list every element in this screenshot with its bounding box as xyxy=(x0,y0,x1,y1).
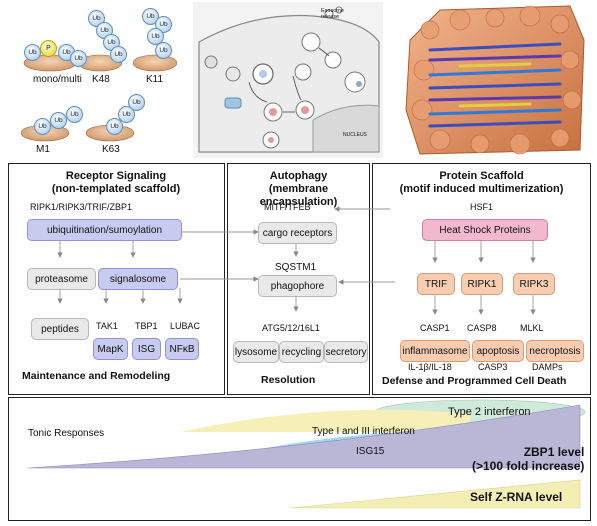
ub-ball: Ub xyxy=(70,50,87,67)
hsf1-label: HSF1 xyxy=(470,202,494,212)
ub-ball: Ub xyxy=(155,42,172,59)
cargo-receptors-box: cargo receptors xyxy=(258,222,337,244)
atg-label: ATG5/12/16L1 xyxy=(262,323,320,333)
nucleus-label: NUCLEUS xyxy=(343,132,367,138)
exosome-release-label: Exosome release xyxy=(321,8,344,20)
label-mono-multi: mono/multi xyxy=(33,74,82,85)
autophagy-title: Autophagy (membrane encapsulation) xyxy=(259,170,338,208)
damps-label: DAMPs xyxy=(532,362,563,372)
proteasome-box: proteasome xyxy=(27,268,96,290)
il1b-il18-label: IL-1β/IL-18 xyxy=(408,362,452,372)
label-k63: K63 xyxy=(102,144,120,155)
necroptosis-box: necroptosis xyxy=(526,340,584,362)
type2-interferon-label: Type 2 interferon xyxy=(448,406,531,418)
casp3-label: CASP3 xyxy=(478,362,508,372)
secretory-box: secretory xyxy=(324,341,368,363)
inflammasome-box: inflammasome xyxy=(400,340,470,362)
heat-shock-proteins-box: Heat Shock Proteins xyxy=(422,219,548,241)
protein-scaffold-structure-illustration xyxy=(400,0,588,158)
self-z-rna-level-label: Self Z-RNA level xyxy=(470,490,563,504)
protein-scaffold-title: Protein Scaffold (motif induced multimer… xyxy=(399,170,564,195)
signalosome-box: signalosome xyxy=(98,268,178,290)
ub-ball: Ub xyxy=(34,118,51,135)
ripk3-box: RIPK3 xyxy=(513,273,555,295)
ubiquitin-ball-group: Ub P Ub Ub Ub Ub Ub Ub Ub Ub Ub Ub Ub Ub… xyxy=(0,0,190,160)
type-i-iii-interferon-label: Type I and III interferon xyxy=(312,426,415,437)
ub-ball: Ub xyxy=(118,106,135,123)
tak1-label: TAK1 xyxy=(96,321,118,331)
receptor-signaling-title: Receptor Signaling (non-templated scaffo… xyxy=(51,170,181,195)
label-k11: K11 xyxy=(146,74,164,85)
ubiquitination-sumoylation-box: ubiquitination/sumoylation xyxy=(27,219,182,241)
ub-ball: Ub xyxy=(110,46,127,63)
autophagy-footer: Resolution xyxy=(261,374,316,386)
ripk1-box: RIPK1 xyxy=(461,273,503,295)
label-k48: K48 xyxy=(92,74,110,85)
receptor-footer: Maintenance and Remodeling xyxy=(22,370,171,382)
ub-ball: Ub xyxy=(24,44,41,61)
mitf-tfeb-label: MITF/TFEB xyxy=(264,202,311,212)
ub-ball: Ub xyxy=(66,106,83,123)
casp1-label: CASP1 xyxy=(420,323,450,333)
casp8-label: CASP8 xyxy=(467,323,497,333)
ub-ball: Ub xyxy=(106,118,123,135)
phospho-ball: P xyxy=(40,40,57,57)
peptides-box: peptides xyxy=(31,318,89,340)
tbp1-label: TBP1 xyxy=(135,321,158,331)
recycling-box: recycling xyxy=(279,341,324,363)
lysosome-box: lysosome xyxy=(233,341,279,363)
ub-ball: Ub xyxy=(50,112,67,129)
nfkb-box: NFκB xyxy=(165,338,199,360)
sqstm1-label: SQSTM1 xyxy=(275,262,317,273)
mlkl-label: MLKL xyxy=(520,323,544,333)
ub-ball: Ub xyxy=(147,28,164,45)
trif-box: TRIF xyxy=(417,273,455,295)
label-m1: M1 xyxy=(36,144,50,155)
cell-autophagy-illustration: Exosome release NUCLEUS xyxy=(193,2,383,158)
isg-box: ISG xyxy=(132,338,161,360)
isg15-label: ISG15 xyxy=(356,446,385,457)
lubac-label: LUBAC xyxy=(170,321,201,331)
tonic-responses-label: Tonic Responses xyxy=(28,428,105,439)
protein-scaffold-footer: Defense and Programmed Cell Death xyxy=(382,375,567,387)
apoptosis-box: apoptosis xyxy=(472,340,524,362)
ub-ball: Ub xyxy=(128,94,145,111)
mapk-box: MapK xyxy=(93,338,128,360)
sensor-list: RIPK1/RIPK3/TRIF/ZBP1 xyxy=(30,202,133,212)
zbp1-level-label: ZBP1 level (>100 fold increase) xyxy=(472,445,585,473)
phagophore-box: phagophore xyxy=(258,275,337,297)
